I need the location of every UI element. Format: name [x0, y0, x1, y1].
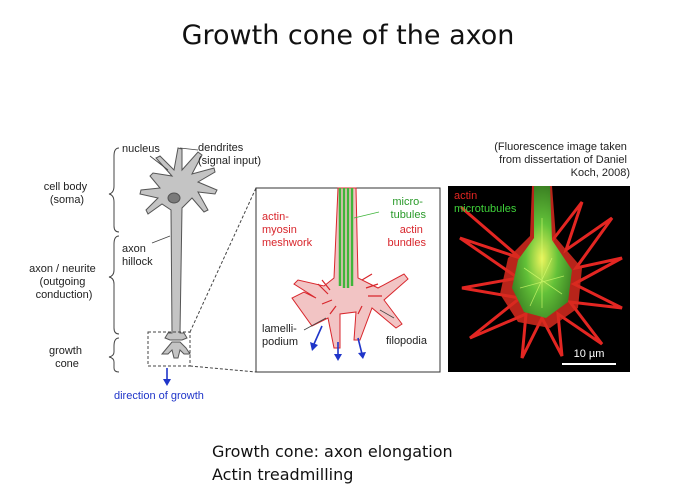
- zoom-connector-top: [189, 187, 257, 333]
- lamellipodium-leader: [303, 317, 327, 331]
- zoom-growth-cone: [291, 187, 409, 361]
- caption-line-1: Growth cone: axon elongation: [212, 442, 453, 461]
- direction-arrow-icon: [163, 379, 171, 386]
- scale-bar-label: 10 µm: [574, 348, 605, 360]
- direction-of-growth-label: direction of growth: [114, 390, 204, 402]
- filopodium-arrow-icon: [358, 352, 366, 359]
- microtubule-leader: [353, 211, 380, 219]
- zoom-connector-bottom: [189, 365, 257, 373]
- axon-neurite-label: axon / neurite (outgoing conduction): [29, 263, 99, 301]
- axon-hillock-label: axon hillock: [122, 243, 153, 268]
- caption: Growth cone: axon elongation Actin tread…: [212, 440, 453, 486]
- actin-bundles-label: actin bundles: [387, 224, 426, 249]
- figure-svg: cell body (soma) axon / neurite (outgoin…: [29, 141, 630, 402]
- lamellipodium-label: lamelli- podium: [262, 323, 300, 348]
- nucleus-leader: [149, 155, 169, 171]
- dendrite-leader: [179, 147, 199, 151]
- caption-line-2: Actin treadmilling: [212, 465, 354, 484]
- left-braces: [108, 147, 120, 373]
- legend-actin: actin: [454, 190, 477, 202]
- cell-body-label: cell body (soma): [44, 181, 90, 206]
- slide-title: Growth cone of the axon: [181, 20, 515, 51]
- center-arrow-icon: [334, 354, 342, 361]
- fluorescence-credit: (Fluorescence image taken from dissertat…: [494, 141, 630, 179]
- lamellipodium-arrow-icon: [310, 342, 318, 351]
- filopodia-leader: [379, 309, 395, 319]
- growth-cone-label: growth cone: [49, 345, 85, 370]
- filopodia-label: filopodia: [386, 335, 428, 347]
- nucleus-label: nucleus: [122, 143, 160, 155]
- actin-myosin-meshwork-label: actin- myosin meshwork: [262, 211, 313, 249]
- zoom-region-box: [147, 331, 191, 367]
- hillock-leader: [151, 235, 171, 244]
- growth-cone-figure: cell body (soma) axon / neurite (outgoin…: [22, 118, 652, 408]
- neuron-drawing: [139, 147, 218, 359]
- fluorescence-cone: [459, 186, 623, 359]
- dendrites-label: dendrites (signal input): [198, 142, 261, 167]
- microtubules-label: micro- tubules: [391, 196, 427, 221]
- legend-microtubules: microtubules: [454, 203, 517, 215]
